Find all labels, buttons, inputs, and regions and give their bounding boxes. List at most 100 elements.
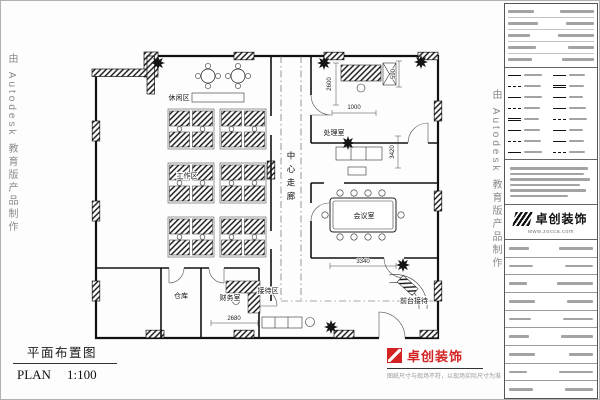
room-label-leisure: 休闲区 xyxy=(169,93,190,102)
titleblock-field xyxy=(568,46,594,49)
note-line xyxy=(510,194,568,197)
info-field xyxy=(509,353,535,356)
exterior-wall xyxy=(94,54,440,340)
legend-label xyxy=(569,128,583,132)
titleblock-header-fields xyxy=(505,4,597,68)
titleblock-logo-section: 卓创装饰 www.zocca.com xyxy=(505,205,597,240)
reception-furniture xyxy=(261,316,315,329)
dim-desk-clearance: 1000 xyxy=(347,105,361,111)
legend-line-icon xyxy=(508,96,521,98)
titleblock-field xyxy=(508,46,536,49)
titleblock-notes xyxy=(505,160,597,205)
titleblock-info-table xyxy=(505,240,597,398)
legend-label xyxy=(524,84,541,88)
note-line xyxy=(510,189,586,192)
workstation-clusters xyxy=(167,108,267,258)
autodesk-watermark-left: 由 Autodesk 教育版产品制作 xyxy=(6,53,17,235)
legend-label xyxy=(569,150,585,154)
legend-line-icon xyxy=(508,117,521,121)
titleblock-field xyxy=(508,22,538,25)
finance-desks xyxy=(225,280,261,314)
autodesk-watermark-right: 由 Autodesk 教育版产品制作 xyxy=(490,89,501,271)
plan-label: PLAN xyxy=(17,367,51,382)
note-line xyxy=(510,183,580,186)
wall-columns xyxy=(91,51,443,339)
drawing-title-block: 平面布置图 PLAN 1:100 xyxy=(13,342,117,383)
info-field xyxy=(557,282,593,285)
dim-right-room-width: 3420 xyxy=(390,145,396,159)
legend-label xyxy=(569,139,584,143)
legend-label xyxy=(524,139,541,143)
info-field xyxy=(565,264,593,268)
brand-divider xyxy=(387,368,483,369)
titleblock-field xyxy=(566,22,594,25)
legend-label xyxy=(524,73,542,77)
legend-label xyxy=(524,150,542,154)
leisure-furniture xyxy=(191,63,251,103)
info-field xyxy=(561,335,593,338)
legend-line-icon xyxy=(553,84,566,88)
legend-label xyxy=(569,95,583,99)
legend-line-icon xyxy=(553,107,566,109)
legend-label xyxy=(524,106,540,110)
legend-line-icon xyxy=(553,140,566,142)
titleblock: 卓创装饰 www.zocca.com xyxy=(504,3,598,399)
legend-label xyxy=(524,117,539,121)
titleblock-field xyxy=(508,58,532,61)
legend-label xyxy=(569,84,584,88)
info-field xyxy=(567,300,593,303)
titleblock-field xyxy=(562,58,594,61)
company-website: www.zocca.com xyxy=(528,229,574,235)
dim-finance-width: 2680 xyxy=(227,316,241,322)
interior-walls xyxy=(96,56,438,338)
corridor-axis-lines xyxy=(280,56,436,302)
info-field xyxy=(509,370,527,374)
info-field xyxy=(569,353,593,356)
room-label-work: 工作区 xyxy=(177,171,198,180)
dim-meeting-width: 3340 xyxy=(356,259,370,265)
room-label-finance: 财务室 xyxy=(220,293,241,302)
company-name: 卓创装饰 xyxy=(535,212,588,226)
conference-table xyxy=(321,189,405,241)
legend-line-icon xyxy=(508,151,521,153)
legend-line-icon xyxy=(508,140,521,142)
legend-line-icon xyxy=(553,129,566,131)
room-label-warehouse: 仓库 xyxy=(174,291,188,300)
legend-label xyxy=(569,73,585,77)
legend-line-icon xyxy=(508,85,521,87)
title-underline xyxy=(13,363,117,364)
note-line xyxy=(510,172,584,175)
titleblock-legend xyxy=(505,68,597,160)
legend-label xyxy=(524,128,540,132)
processing-room-furniture xyxy=(335,62,397,176)
info-field xyxy=(509,300,535,303)
legend-line-icon xyxy=(553,151,566,153)
dim-cabinet-depth: 590 xyxy=(391,68,397,79)
room-labels: 休闲区 工作区 处理室 会议室 财务室 仓库 接待区 前台接待 xyxy=(167,92,429,306)
room-label-reception: 接待区 xyxy=(258,286,279,295)
titleblock-field xyxy=(508,34,530,37)
info-field xyxy=(559,247,593,250)
titleblock-field xyxy=(508,10,534,13)
dimensions: 1000 2600 590 3420 3340 2680 xyxy=(210,60,402,326)
info-field xyxy=(563,317,593,321)
brand-footer: 卓创装饰 图纸尺寸与现场不符，以现场实际尺寸为准 xyxy=(387,346,501,380)
info-field xyxy=(509,247,529,250)
info-field xyxy=(565,388,593,391)
info-field xyxy=(509,264,533,268)
brand-logo-icon xyxy=(387,348,402,363)
floor-plan-svg: 1000 2600 590 3420 3340 2680 休闲区 工作区 处理室… xyxy=(91,51,443,342)
room-label-front-desk: 前台接待 xyxy=(400,296,428,305)
titleblock-field xyxy=(558,34,594,37)
room-label-meeting: 会议室 xyxy=(354,211,375,220)
info-field xyxy=(509,388,533,391)
legend-line-icon xyxy=(553,96,566,98)
titleblock-field xyxy=(560,10,594,13)
corridor-label: 中心走廊 xyxy=(286,151,296,205)
drawing-title: 平面布置图 xyxy=(27,346,98,360)
dim-desk-length: 2600 xyxy=(327,77,333,91)
room-label-processing: 处理室 xyxy=(324,128,345,137)
brand-name: 卓创装饰 xyxy=(407,349,464,364)
legend-line-icon xyxy=(508,129,521,131)
